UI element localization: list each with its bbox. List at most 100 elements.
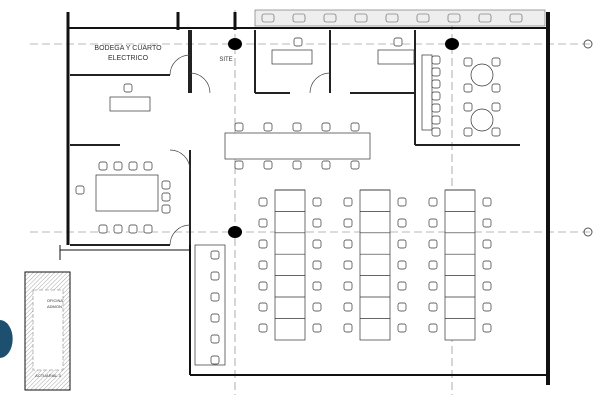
chair [463, 57, 473, 67]
door-swings [169, 54, 331, 246]
chair [234, 122, 244, 132]
chair [431, 115, 441, 125]
desk [109, 96, 151, 112]
chair [397, 323, 407, 333]
furniture [75, 37, 501, 366]
chair [428, 302, 438, 312]
chair [343, 218, 353, 228]
chair [292, 160, 302, 170]
chair [113, 224, 123, 234]
chair [491, 83, 501, 93]
chair [98, 224, 108, 234]
chair [161, 180, 171, 190]
chair [312, 239, 322, 249]
chair [482, 218, 492, 228]
chair [292, 13, 306, 23]
desk [194, 244, 226, 366]
chair [482, 323, 492, 333]
chair [397, 260, 407, 270]
desk [444, 189, 476, 341]
chair [258, 260, 268, 270]
chair [482, 302, 492, 312]
chair [258, 323, 268, 333]
chair [431, 103, 441, 113]
desk [95, 174, 159, 212]
chair [350, 122, 360, 132]
chair [428, 323, 438, 333]
chair [75, 185, 85, 195]
chair [263, 160, 273, 170]
chair [210, 271, 220, 281]
chair [292, 122, 302, 132]
chair [343, 302, 353, 312]
room-label-office-admin: ADMON. [47, 304, 63, 309]
chair [463, 102, 473, 112]
exterior-walls [59, 12, 550, 385]
grid-markers [583, 39, 593, 237]
desk [421, 54, 433, 131]
round-table [470, 63, 494, 87]
chair [428, 281, 438, 291]
desk [377, 49, 415, 65]
room-label-site: SITE [219, 57, 232, 63]
chair [312, 281, 322, 291]
chair [428, 218, 438, 228]
chair [478, 13, 492, 23]
interior-walls [70, 30, 520, 246]
desk [274, 189, 306, 341]
chair [234, 160, 244, 170]
chair [210, 292, 220, 302]
chair [293, 37, 303, 47]
desk [271, 49, 313, 65]
window-chairs [261, 13, 523, 23]
chair [143, 161, 153, 171]
chair [393, 37, 403, 47]
chair [321, 122, 331, 132]
chair [123, 83, 133, 93]
chair [210, 313, 220, 323]
chair [482, 260, 492, 270]
room-label-lower: ACTUARIAL 3 [35, 373, 61, 378]
chair [385, 13, 399, 23]
edge-marker [0, 320, 13, 358]
chair [258, 218, 268, 228]
chair [143, 224, 153, 234]
chair [397, 197, 407, 207]
desk [359, 189, 391, 341]
chair [343, 323, 353, 333]
chair [482, 197, 492, 207]
chair [312, 323, 322, 333]
chair [321, 160, 331, 170]
round-table [470, 108, 494, 132]
chair [210, 250, 220, 260]
chair [210, 334, 220, 344]
desk [224, 132, 371, 160]
chair [482, 281, 492, 291]
chair [263, 122, 273, 132]
chair [343, 197, 353, 207]
chair [397, 239, 407, 249]
chair [416, 13, 430, 23]
chair [343, 281, 353, 291]
chair [312, 218, 322, 228]
chair [397, 218, 407, 228]
chair [431, 55, 441, 65]
chair [482, 239, 492, 249]
office-inset: OFICINA ADMON. ACTUARIAL 3 [0, 271, 71, 391]
chair [261, 13, 275, 23]
chair [463, 127, 473, 137]
chair [312, 260, 322, 270]
chair [161, 204, 171, 214]
chair [343, 260, 353, 270]
chair [428, 239, 438, 249]
chair [210, 355, 220, 365]
chair [258, 281, 268, 291]
chair [491, 57, 501, 67]
chair [397, 302, 407, 312]
chair [323, 13, 337, 23]
chair [491, 102, 501, 112]
chair [312, 197, 322, 207]
chair [161, 192, 171, 202]
room-label-office: OFICINA [47, 298, 64, 303]
chair [113, 161, 123, 171]
